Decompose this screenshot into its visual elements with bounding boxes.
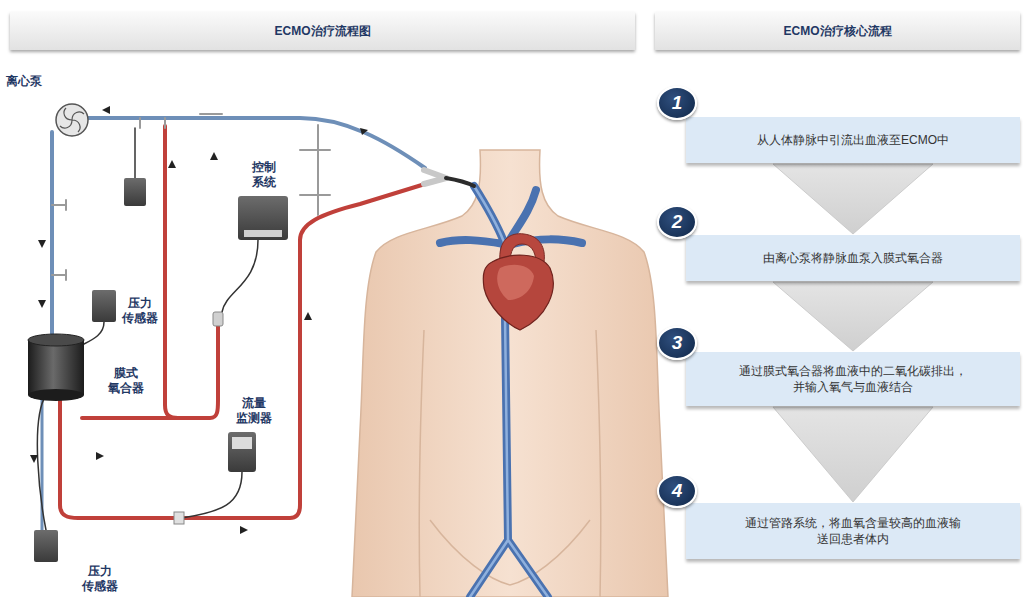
stubs <box>52 114 330 280</box>
callout-number: 4 <box>672 480 683 502</box>
heart <box>483 234 553 330</box>
step-box: 通过膜式氧合器将血液中的二氧化碳排出， 并输入氧气与血液结合 <box>686 352 1020 406</box>
cannula <box>446 178 474 186</box>
step-text: 通过管路系统，将血氧含量较高的血液输 送回患者体内 <box>722 515 984 547</box>
torso <box>352 150 668 597</box>
header-band: ECMO治疗流程图 <box>10 12 635 50</box>
header-text: ECMO治疗流程图 <box>275 23 371 40</box>
header-text: ECMO治疗核心流程 <box>784 23 892 40</box>
callout-number: 1 <box>672 92 683 114</box>
vein-highlight <box>470 186 548 597</box>
flow-arrows <box>30 106 368 534</box>
step-text: 通过膜式氧合器将血液中的二氧化碳排出， 并输入氧气与血液结合 <box>722 363 984 395</box>
part-label: 膜式 氧合器 <box>106 366 147 396</box>
header-band: ECMO治疗核心流程 <box>655 12 1020 50</box>
pressure-sensor <box>92 290 116 322</box>
control-screen <box>244 230 282 237</box>
part-label: 控制 系统 <box>248 160 279 190</box>
flow-probe <box>174 512 184 524</box>
callout-number: 2 <box>672 211 683 233</box>
arrow <box>30 106 368 534</box>
part-label: 离心泵 <box>6 74 42 89</box>
step-box: 由离心泵将静脉血泵入膜式氧合器 <box>686 235 1020 281</box>
wires <box>37 128 258 530</box>
centrifugal-pump <box>56 104 88 136</box>
monitor-body <box>228 432 256 472</box>
part-label: 流量 监测器 <box>234 396 275 426</box>
flow-chevron <box>773 164 933 234</box>
veins <box>440 186 582 597</box>
oxygenator <box>28 334 84 401</box>
pressure-sensor <box>34 530 58 562</box>
step-number: 3 <box>657 326 697 360</box>
step-box: 通过管路系统，将血氧含量较高的血液输 送回患者体内 <box>686 503 1020 559</box>
clamp <box>213 312 223 326</box>
arterial-line <box>60 126 425 518</box>
step-box: 从人体静脉中引流出血液至ECMO中 <box>686 117 1020 163</box>
flow-monitor <box>174 432 256 524</box>
venous-line <box>52 118 425 338</box>
oxygenator-bottom <box>28 389 84 401</box>
connector-tube <box>424 170 446 184</box>
heart-body <box>483 255 553 330</box>
control-system <box>213 196 288 326</box>
step-text: 由离心泵将静脉血泵入膜式氧合器 <box>763 250 943 266</box>
step-number: 4 <box>657 474 697 508</box>
vein <box>440 186 582 597</box>
heart-shade <box>497 265 534 300</box>
pressure-sensor <box>124 178 146 206</box>
pump-impeller <box>60 108 84 132</box>
oxygenator-body <box>28 340 84 395</box>
part-label: 压力 传感器 <box>80 564 121 594</box>
flow-chevron <box>773 282 933 351</box>
callout-number: 3 <box>672 332 683 354</box>
step-text: 从人体静脉中引流出血液至ECMO中 <box>757 132 949 148</box>
oxygenator-top <box>28 334 84 346</box>
flow-chevron <box>773 407 933 502</box>
pump-casing <box>56 104 88 136</box>
step-number: 1 <box>657 86 697 120</box>
control-box <box>238 196 288 240</box>
step-number: 2 <box>657 205 697 239</box>
monitor-screen <box>232 437 252 449</box>
part-label: 压力 传感器 <box>120 296 161 326</box>
